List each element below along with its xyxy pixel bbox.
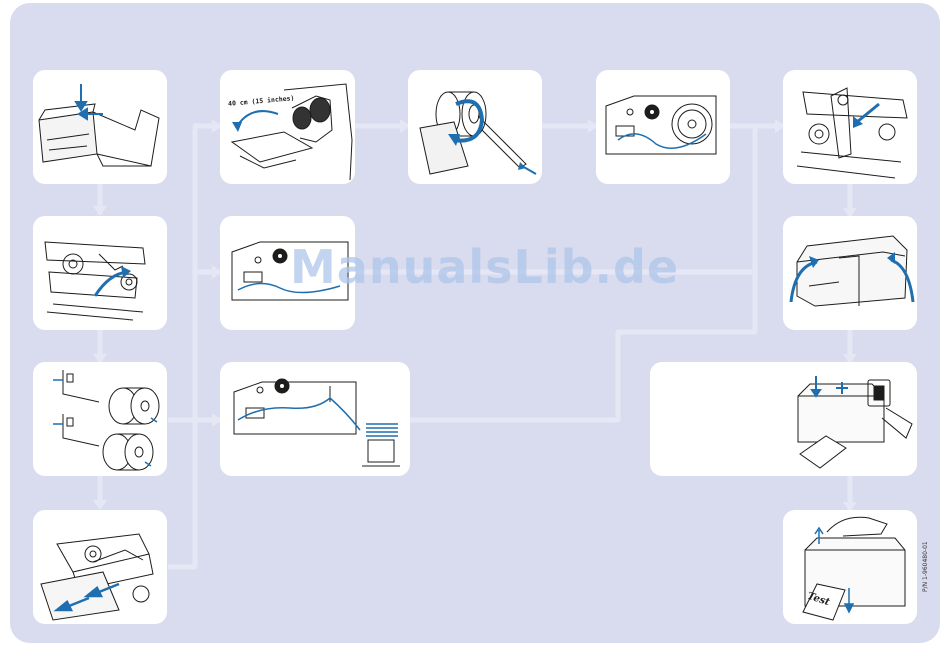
print-test-illustration	[783, 510, 917, 624]
step-thread-ribbon: 40 cm (15 inches)	[220, 70, 355, 184]
printer-open-illustration	[33, 70, 167, 184]
step-load-media	[33, 510, 167, 624]
close-cover-illustration	[783, 216, 917, 330]
step-fanfold-media	[220, 362, 410, 476]
ribbon-path-illustration	[596, 70, 730, 184]
ribbon-thread-illustration	[220, 70, 355, 184]
close-printhead-illustration	[783, 70, 917, 184]
step-power-on	[650, 362, 917, 476]
power-on-illustration	[650, 362, 917, 476]
fanfold-media-illustration	[220, 362, 410, 476]
step-close-cover	[783, 216, 917, 330]
step-open-cover	[33, 70, 167, 184]
step-ribbon-path	[596, 70, 730, 184]
printhead-lever-illustration	[33, 216, 167, 330]
part-number: P/N 1-960480-01	[922, 541, 929, 592]
load-media-illustration	[33, 510, 167, 624]
media-roll-illustration	[33, 362, 167, 476]
ribbon-spindle-illustration	[408, 70, 542, 184]
step-close-printhead	[783, 70, 917, 184]
step-adjust-media-holder	[33, 362, 167, 476]
step-ribbon-spindle	[408, 70, 542, 184]
step-print-test: Test	[783, 510, 917, 624]
watermark: ManualsLib.de	[290, 240, 679, 294]
step-release-printhead	[33, 216, 167, 330]
